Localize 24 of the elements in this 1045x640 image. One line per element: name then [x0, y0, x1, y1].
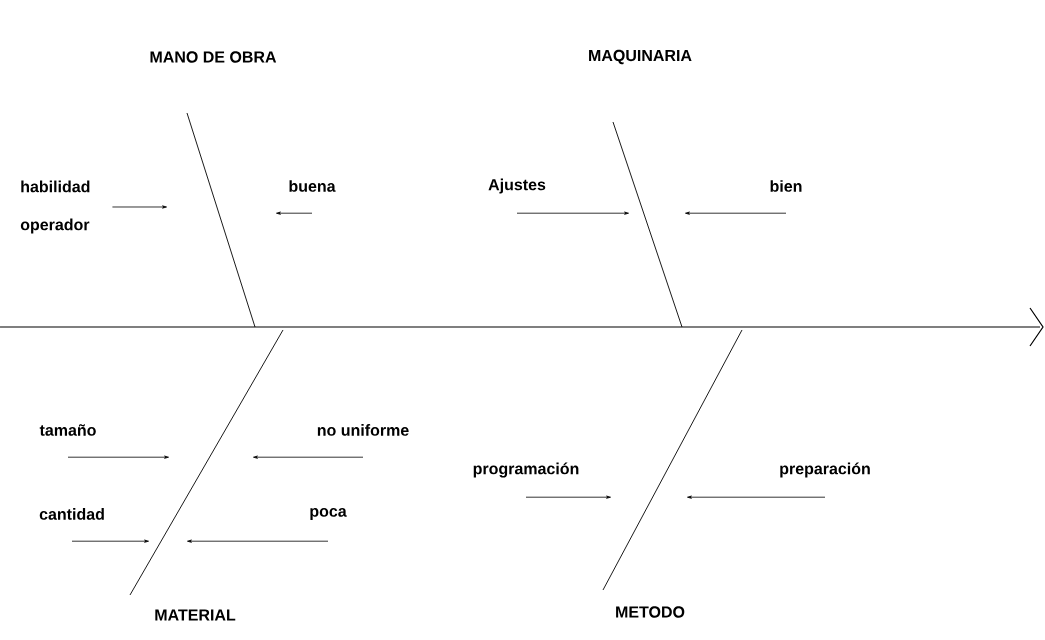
arrow: [525, 495, 611, 499]
cause-text: preparación: [780, 462, 870, 478]
cause-text: poca: [310, 508, 347, 520]
category-label: METODO: [616, 606, 685, 618]
cause-text: cantidad: [39, 508, 104, 520]
category-label: MANO DE OBRA: [150, 51, 277, 63]
arrow: [687, 495, 826, 499]
cause-text: programación: [473, 462, 579, 478]
arrow: [276, 211, 313, 215]
cause-text: no uniforme: [317, 424, 409, 436]
category-label: MATERIAL: [155, 609, 236, 621]
arrow: [112, 205, 167, 209]
cause-text: buena: [289, 180, 336, 192]
cause-text: bien: [770, 180, 802, 192]
arrow: [71, 539, 149, 543]
arrow: [187, 539, 329, 543]
arrow: [253, 455, 364, 459]
cause-text: Ajustes: [488, 178, 546, 194]
category-label: MAQUINARIA: [589, 49, 692, 65]
arrow: [67, 455, 169, 459]
cause-text: tamaño: [39, 424, 96, 436]
cause-text: habilidad operador: [20, 180, 90, 234]
arrow: [685, 211, 787, 215]
arrow: [516, 211, 629, 215]
